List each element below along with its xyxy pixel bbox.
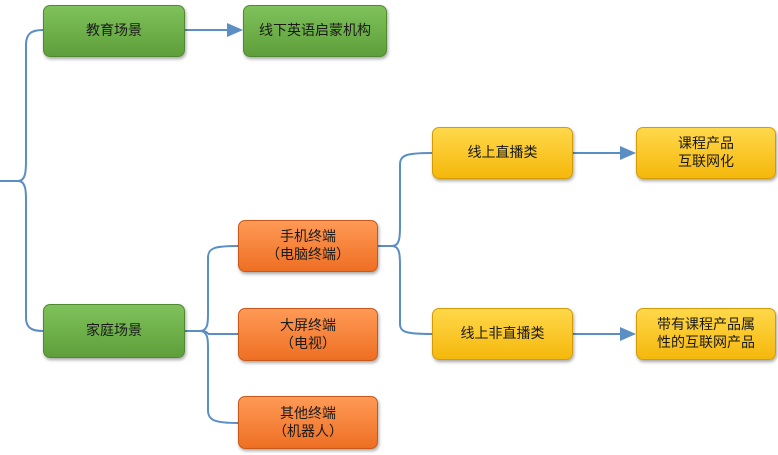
node-label: 家庭场景 xyxy=(86,323,142,339)
node-label: 线上直播类 xyxy=(467,145,538,161)
node-label-line1: 手机终端 xyxy=(280,229,336,245)
node-label-line2: （机器人） xyxy=(273,423,343,440)
node-home-scene: 家庭场景 xyxy=(43,304,185,358)
node-label: 教育场景 xyxy=(86,23,142,39)
node-label-line2: 互联网化 xyxy=(678,154,734,170)
root-bracket xyxy=(17,29,44,332)
node-label-line2: （电视） xyxy=(280,335,336,352)
node-phone-terminal: 手机终端 （电脑终端） xyxy=(238,220,378,272)
node-label-line2: （电脑终端） xyxy=(266,247,350,263)
node-tv-terminal: 大屏终端 （电视） xyxy=(238,308,378,361)
node-edu-scene: 教育场景 xyxy=(43,5,185,57)
home-bracket xyxy=(185,245,239,424)
node-other-terminal: 其他终端 （机器人） xyxy=(238,396,378,449)
node-course-internet: 课程产品 互联网化 xyxy=(636,127,776,179)
node-label-line1: 其他终端 xyxy=(280,405,336,422)
node-label: 线下英语启蒙机构 xyxy=(259,23,371,39)
node-label-line2: 性的互联网产品 xyxy=(657,335,755,351)
node-offline-english: 线下英语启蒙机构 xyxy=(243,5,387,57)
node-label: 线上非直播类 xyxy=(460,326,545,342)
node-online-nonlive: 线上非直播类 xyxy=(432,308,573,360)
node-online-live: 线上直播类 xyxy=(432,127,573,179)
phone-bracket xyxy=(378,152,433,335)
node-label-line1: 大屏终端 xyxy=(280,317,336,334)
node-label-line1: 课程产品 xyxy=(678,136,734,152)
node-label-line1: 带有课程产品属 xyxy=(657,317,755,333)
node-internet-product: 带有课程产品属 性的互联网产品 xyxy=(636,308,776,360)
